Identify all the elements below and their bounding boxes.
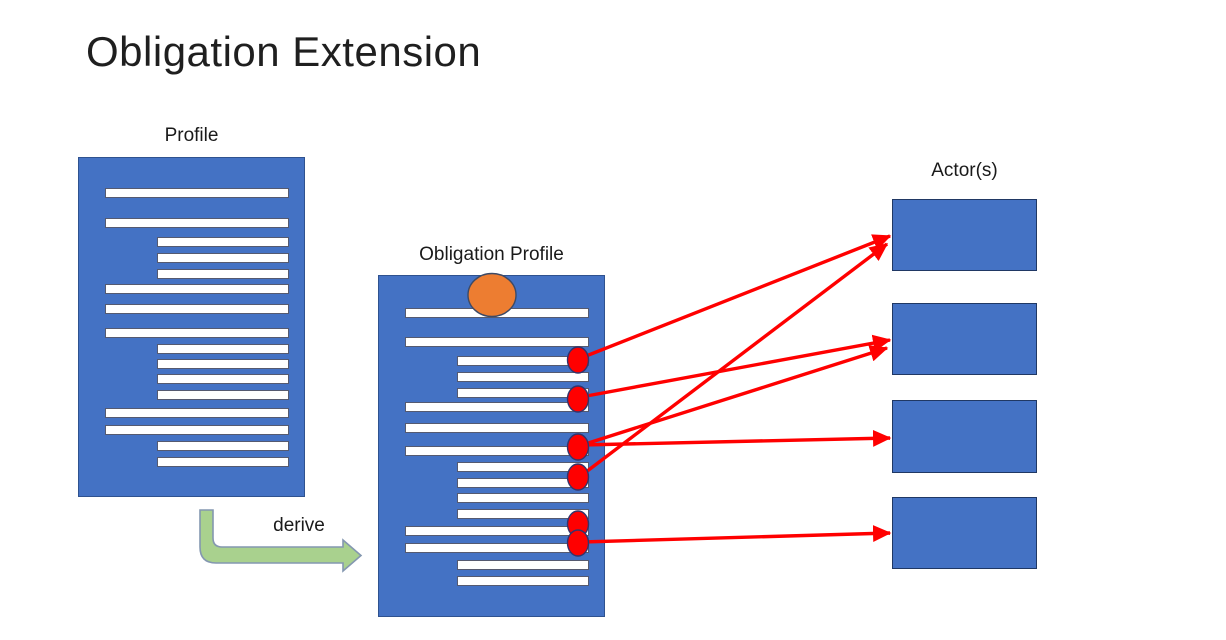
obligation-point-marker-6	[566, 529, 590, 557]
mapping-arrow-marker-3-to-actor-3	[580, 429, 892, 447]
text-line-bar	[157, 344, 289, 354]
obligation-point-marker-2	[566, 385, 590, 413]
profile-label: Profile	[164, 125, 219, 146]
actor-box-actor-1	[892, 199, 1037, 271]
obligation-markers-group	[566, 346, 590, 557]
text-line-bar	[157, 441, 289, 451]
text-line-bar	[105, 284, 289, 294]
text-line-bar	[157, 374, 289, 384]
actor-box-actor-2	[892, 303, 1037, 375]
text-line-bar	[405, 526, 589, 536]
text-line-bar	[457, 509, 589, 519]
mapping-arrow-marker-3-to-actor-2	[581, 345, 889, 447]
text-line-bar	[105, 408, 289, 418]
text-line-bar	[457, 478, 589, 488]
text-line-bar	[157, 359, 289, 369]
text-line-bar	[405, 423, 589, 433]
actor-box-actor-3	[892, 400, 1037, 473]
mapping-arrows-group	[580, 234, 892, 544]
text-line-bar	[105, 218, 289, 228]
derive-label: derive	[273, 515, 325, 536]
mapping-arrow-marker-1-to-actor-1	[580, 234, 892, 360]
text-line-bar	[457, 493, 589, 503]
text-line-bar	[457, 576, 589, 586]
text-line-bar	[405, 543, 589, 553]
text-line-bar	[457, 372, 589, 382]
text-line-bar	[157, 269, 289, 279]
text-line-bar	[457, 462, 589, 472]
obligation-circle	[467, 272, 517, 318]
derive-elbow-arrow	[199, 509, 363, 573]
text-line-bar	[105, 304, 289, 314]
mapping-arrow-marker-2-to-actor-2	[580, 334, 892, 399]
text-line-bar	[405, 402, 589, 412]
text-line-bar	[457, 388, 589, 398]
actor-box-actor-4	[892, 497, 1037, 569]
text-line-bar	[157, 253, 289, 263]
text-line-bar	[157, 390, 289, 400]
obligation-point-marker-3	[566, 433, 590, 461]
obligation-point-marker-4	[566, 463, 590, 491]
slide-title: Obligation Extension	[86, 28, 482, 75]
mapping-arrow-marker-4-to-actor-1	[580, 242, 889, 477]
obligation-point-marker-1	[566, 346, 590, 374]
text-line-bar	[157, 237, 289, 247]
profile-box	[78, 157, 305, 497]
mapping-arrow-marker-6-to-actor-4	[581, 525, 892, 544]
text-line-bar	[157, 457, 289, 467]
text-line-bar	[105, 328, 289, 338]
text-line-bar	[457, 560, 589, 570]
obligation-profile-label: Obligation Profile	[419, 244, 564, 265]
text-line-bar	[405, 337, 589, 347]
text-line-bar	[105, 425, 289, 435]
text-line-bar	[105, 188, 289, 198]
actors-label: Actor(s)	[931, 160, 998, 181]
